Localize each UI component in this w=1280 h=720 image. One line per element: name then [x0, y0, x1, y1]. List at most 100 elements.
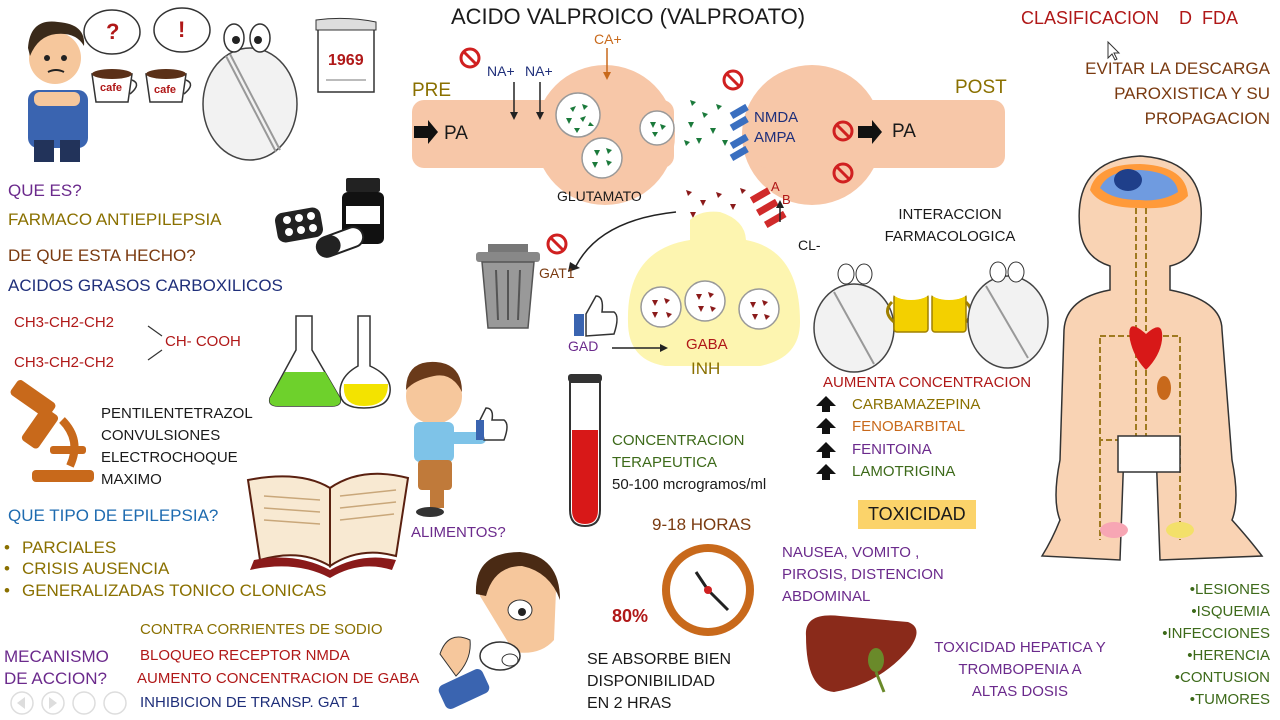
cup-label: cafe — [154, 84, 177, 96]
mouse-cursor-icon — [1107, 40, 1121, 61]
test-tube-icon — [568, 374, 602, 528]
pa-label: PA — [892, 121, 916, 142]
pill-character-icon — [202, 23, 298, 161]
made-of-question: DE QUE ESTA HECHO? — [8, 246, 196, 265]
drug-item: CARBAMAZEPINA — [852, 396, 981, 413]
increase-heading: AUMENTA CONCENTRACION — [823, 374, 1032, 391]
bioavailability-percent: 80% — [612, 606, 649, 626]
nmda-label: NMDA — [754, 109, 799, 126]
flask-icon — [339, 315, 391, 409]
epilepsy-question: QUE TIPO DE EPILEPSIA? — [8, 506, 219, 525]
pill-blister-icon — [275, 207, 323, 243]
absorption-line: EN 2 HRAS — [587, 695, 672, 712]
person-taking-pill-icon — [438, 552, 560, 709]
test-line: PENTILENTETRAZOL — [101, 405, 253, 422]
goal-line: PROPAGACION — [1144, 109, 1270, 128]
glutamate-vesicle-fusing — [639, 110, 675, 146]
question-mark: ? — [106, 19, 120, 44]
toxicity-symptom: NAUSEA, VOMITO , — [782, 544, 920, 561]
prohibit-icon — [832, 162, 854, 184]
calendar-year: 1969 — [328, 52, 364, 69]
pill-character-icon — [967, 261, 1049, 369]
epilepsy-type: CRISIS AUSENCIA — [4, 558, 327, 579]
receptor-b-label: B — [782, 192, 791, 207]
test-line: ELECTROCHOQUE — [101, 449, 238, 466]
player-controls[interactable] — [10, 691, 127, 715]
prohibit-icon — [459, 47, 481, 69]
microscope-icon — [10, 380, 94, 482]
child-thinking-icon — [406, 361, 508, 517]
hepatic-line: TOXICIDAD HEPATICA Y — [934, 639, 1106, 656]
made-of-answer: ACIDOS GRASOS CARBOXILICOS — [8, 276, 283, 295]
nmda-ampa-receptors — [729, 103, 749, 161]
page-title: ACIDO VALPROICO (VALPROATO) — [451, 4, 806, 29]
clock-icon — [662, 544, 754, 636]
prohibit-icon — [546, 233, 568, 255]
toxicity-badge: TOXICIDAD — [858, 500, 976, 529]
human-body-icon — [1040, 155, 1264, 561]
concentration-range: 50-100 mcrogramos/ml — [612, 476, 767, 493]
glutamate-label: GLUTAMATO — [557, 188, 642, 204]
mechanism-label: MECANISMO DE ACCION? — [4, 647, 109, 689]
gat1-label: GAT1 — [539, 265, 575, 281]
increase-arrow-icons — [816, 396, 836, 480]
cup-label: cafe — [100, 82, 123, 94]
sodium-label: NA+ — [487, 63, 515, 79]
coffee-cup-icon — [145, 69, 192, 103]
gad-label: GAD — [568, 338, 599, 354]
cause-item: INFECCIONES — [1149, 623, 1270, 645]
beer-mug-icon — [886, 284, 930, 333]
cause-item: ISQUEMIA — [1149, 601, 1270, 623]
trash-can-icon — [476, 244, 540, 329]
gaba-vesicle — [640, 286, 682, 328]
mechanism-item: CONTRA CORRIENTES DE SODIO — [140, 621, 383, 638]
released-glutamate — [684, 100, 728, 146]
epilepsy-type: GENERALIZADAS TONICO CLONICAS — [4, 580, 327, 601]
chloride-label: CL- — [798, 237, 821, 253]
mechanism-item: INHIBICION DE TRANSP. GAT 1 — [140, 694, 360, 711]
interaction-title: INTERACCION — [898, 206, 1002, 223]
speech-bubble-icon — [153, 7, 211, 53]
cause-item: LESIONES — [1149, 579, 1270, 601]
interaction-title: FARMACOLOGICA — [884, 228, 1016, 245]
formula-line: CH3-CH2-CH2 — [14, 314, 115, 331]
glutamate-vesicle — [555, 92, 601, 138]
cause-item: CONTUSION — [1149, 667, 1270, 689]
epilepsy-types: PARCIALES CRISIS AUSENCIA GENERALIZADAS … — [4, 537, 327, 601]
absorption-line: SE ABSORBE BIEN — [587, 651, 732, 668]
concentration-line: TERAPEUTICA — [612, 454, 718, 471]
cause-item: HERENCIA — [1149, 645, 1270, 667]
half-life-label: 9-18 HORAS — [652, 515, 752, 534]
what-is-answer: FARMACO ANTIEPILEPSIA — [8, 210, 222, 229]
coffee-cup-icon — [91, 69, 138, 103]
prohibit-icon — [832, 120, 854, 142]
thinking-man-icon — [28, 21, 88, 162]
absorption-line: DISPONIBILIDAD — [587, 673, 716, 690]
drug-item: FENOBARBITAL — [852, 418, 966, 435]
hepatic-line: ALTAS DOSIS — [971, 683, 1069, 700]
synapse-diagram — [412, 48, 1005, 366]
inhibitory-label: INH — [691, 359, 721, 378]
beer-mug-icon — [930, 284, 973, 333]
capsule-icon — [315, 226, 365, 258]
pill-character-icon — [813, 263, 895, 373]
calendar-icon — [315, 17, 377, 93]
toxicity-symptom: ABDOMINAL — [782, 588, 871, 605]
pre-label: PRE — [412, 80, 452, 101]
what-is-question: QUE ES? — [8, 181, 82, 200]
classification-label: CLASIFICACION D FDA — [1021, 8, 1239, 28]
cause-item: TUMORES — [1149, 689, 1270, 711]
exclamation-mark: ! — [178, 17, 186, 42]
liver-icon — [805, 615, 917, 693]
mechanism-item: BLOQUEO RECEPTOR NMDA — [140, 647, 350, 664]
goal-line: PAROXISTICA Y SU — [1114, 84, 1270, 103]
post-label: POST — [955, 77, 1007, 98]
goal-line: EVITAR LA DESCARGA — [1085, 59, 1270, 78]
toxicity-symptom: PIROSIS, DISTENCION — [782, 566, 944, 583]
hepatic-line: TROMBOPENIA A — [958, 661, 1082, 678]
drug-item: LAMOTRIGINA — [852, 463, 956, 480]
seizure-causes: LESIONES ISQUEMIA INFECCIONES HERENCIA C… — [1149, 579, 1270, 711]
sodium-label: NA+ — [525, 63, 553, 79]
calcium-label: CA+ — [594, 31, 622, 47]
